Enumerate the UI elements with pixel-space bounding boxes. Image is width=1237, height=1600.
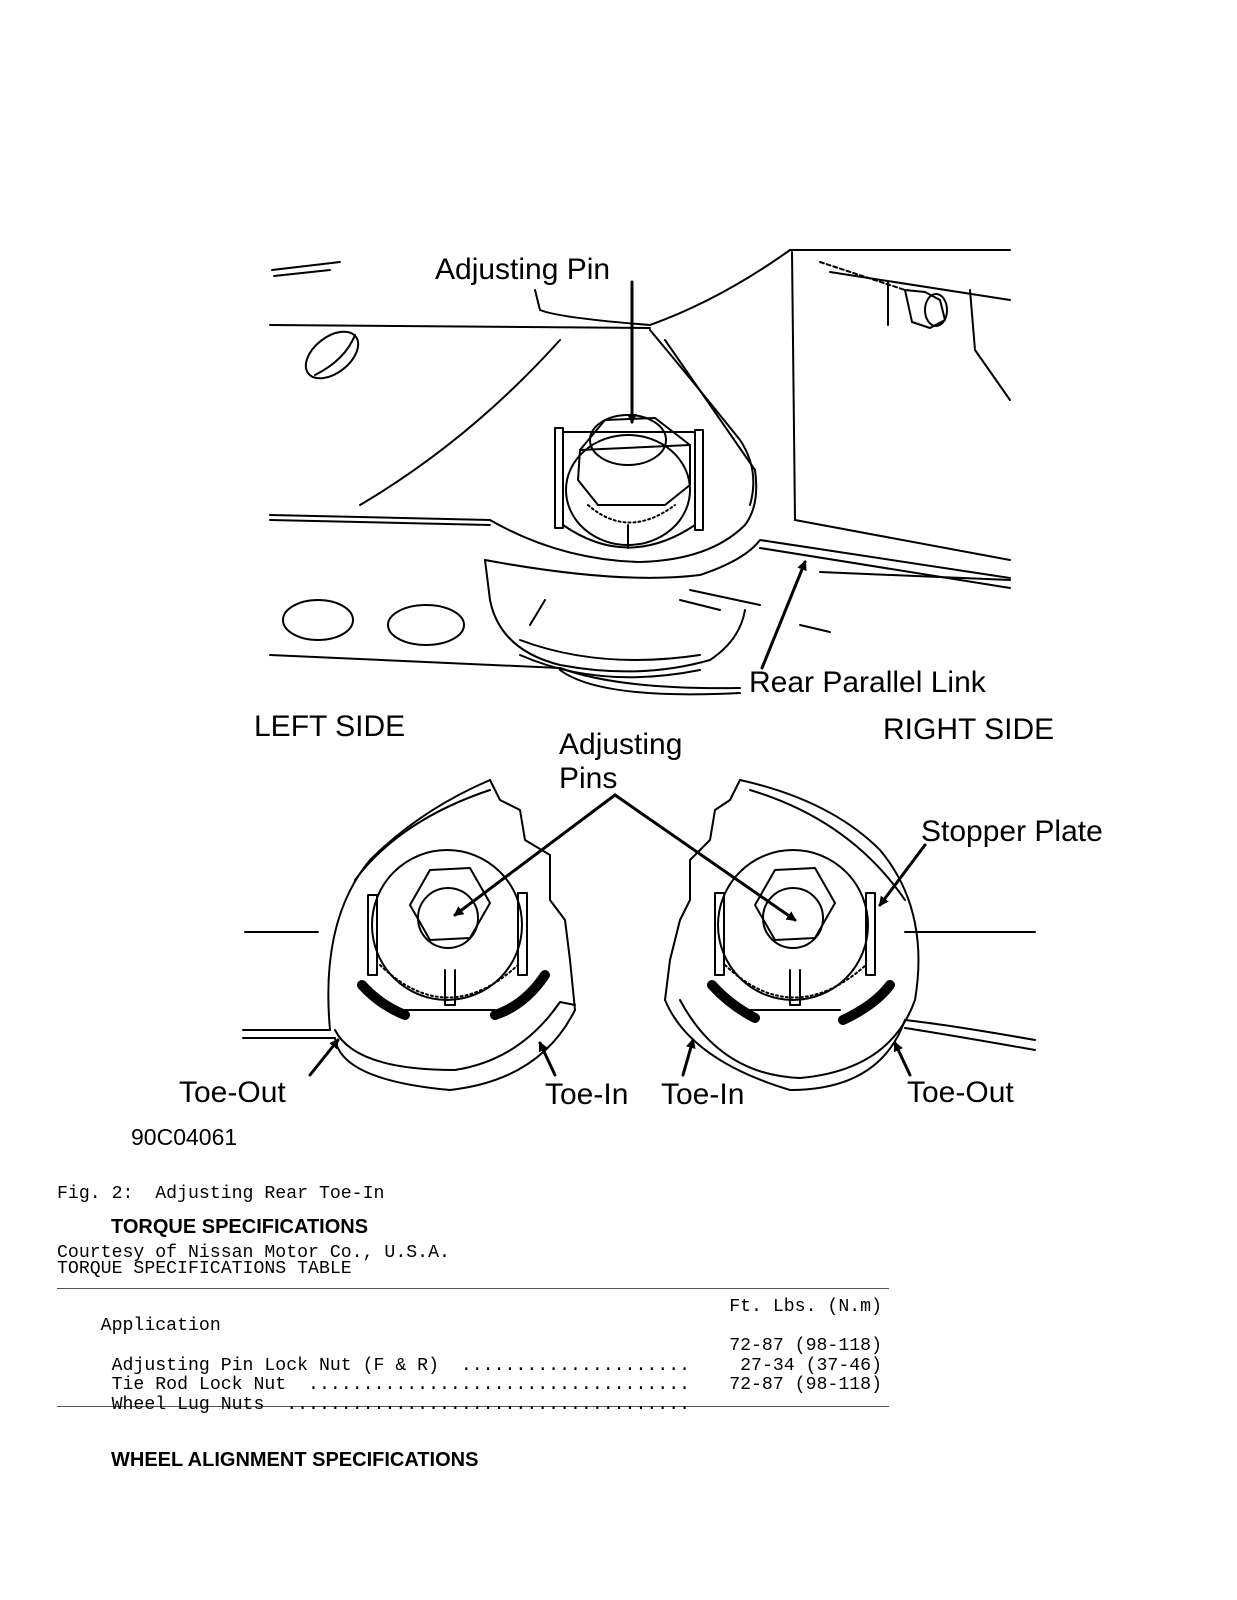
rear-parallel-link-label: Rear Parallel Link	[749, 666, 987, 699]
rear-toe-in-illustration: Adjusting Pin Rear Parallel Link LEFT SI…	[131, 249, 1103, 1150]
row-value: 72-87 (98-118)	[729, 1375, 882, 1395]
toe-out-left-label: Toe-Out	[179, 1076, 286, 1109]
toe-in-right-label: Toe-In	[661, 1078, 744, 1111]
right-side-drawing	[664, 779, 1036, 1091]
table-row: Tie Rod Lock Nut .......................…	[57, 1355, 889, 1395]
caption-line-2: Courtesy of Nissan Motor Co., U.S.A.	[57, 1242, 450, 1263]
rear-toe-in-figure: Adjusting Pin Rear Parallel Link LEFT SI…	[131, 249, 1103, 1150]
toe-in-left-label: Toe-In	[545, 1078, 628, 1111]
figure-caption: Fig. 2: Adjusting Rear Toe-In Courtesy o…	[57, 1146, 450, 1283]
torque-specifications-heading: TORQUE SPECIFICATIONS	[111, 1216, 369, 1238]
row-application: Wheel Lug Nuts .........................…	[100, 1394, 691, 1415]
table-top-rule	[57, 1287, 889, 1289]
torque-specifications-table: TORQUE SPECIFICATIONS TABLE Application …	[57, 1259, 889, 1414]
table-row: Adjusting Pin Lock Nut (F & R) .........…	[57, 1336, 889, 1375]
left-side-label: LEFT SIDE	[254, 710, 405, 743]
table-header-row: Application Ft. Lbs. (N.m)	[57, 1296, 889, 1336]
left-side-drawing	[242, 779, 576, 1091]
caption-line-1: Fig. 2: Adjusting Rear Toe-In	[57, 1184, 385, 1204]
column-header-torque: Ft. Lbs. (N.m)	[729, 1296, 882, 1317]
stopper-plate-label: Stopper Plate	[921, 815, 1103, 848]
row-value: 72-87 (98-118)	[729, 1336, 882, 1356]
row-application: Adjusting Pin Lock Nut (F & R) .........…	[100, 1355, 691, 1376]
figure-number: 90C04061	[131, 1124, 237, 1150]
toe-out-right-label: Toe-Out	[907, 1076, 1014, 1109]
adjusting-pins-label-line1: Adjusting	[559, 728, 682, 761]
row-value: 27-34 (37-46)	[740, 1355, 882, 1376]
top-suspension-drawing	[269, 249, 1011, 696]
adjusting-pin-label: Adjusting Pin	[435, 253, 610, 286]
table-bottom-rule	[57, 1405, 889, 1407]
adjusting-pins-label-line2: Pins	[559, 762, 617, 795]
table-title: TORQUE SPECIFICATIONS TABLE	[57, 1259, 352, 1279]
right-side-label: RIGHT SIDE	[883, 713, 1054, 746]
column-header-application: Application	[100, 1316, 221, 1336]
table-row: Wheel Lug Nuts .........................…	[57, 1375, 889, 1414]
row-application: Tie Rod Lock Nut .......................…	[100, 1375, 691, 1395]
wheel-alignment-specifications-heading: WHEEL ALIGNMENT SPECIFICATIONS	[111, 1449, 479, 1471]
